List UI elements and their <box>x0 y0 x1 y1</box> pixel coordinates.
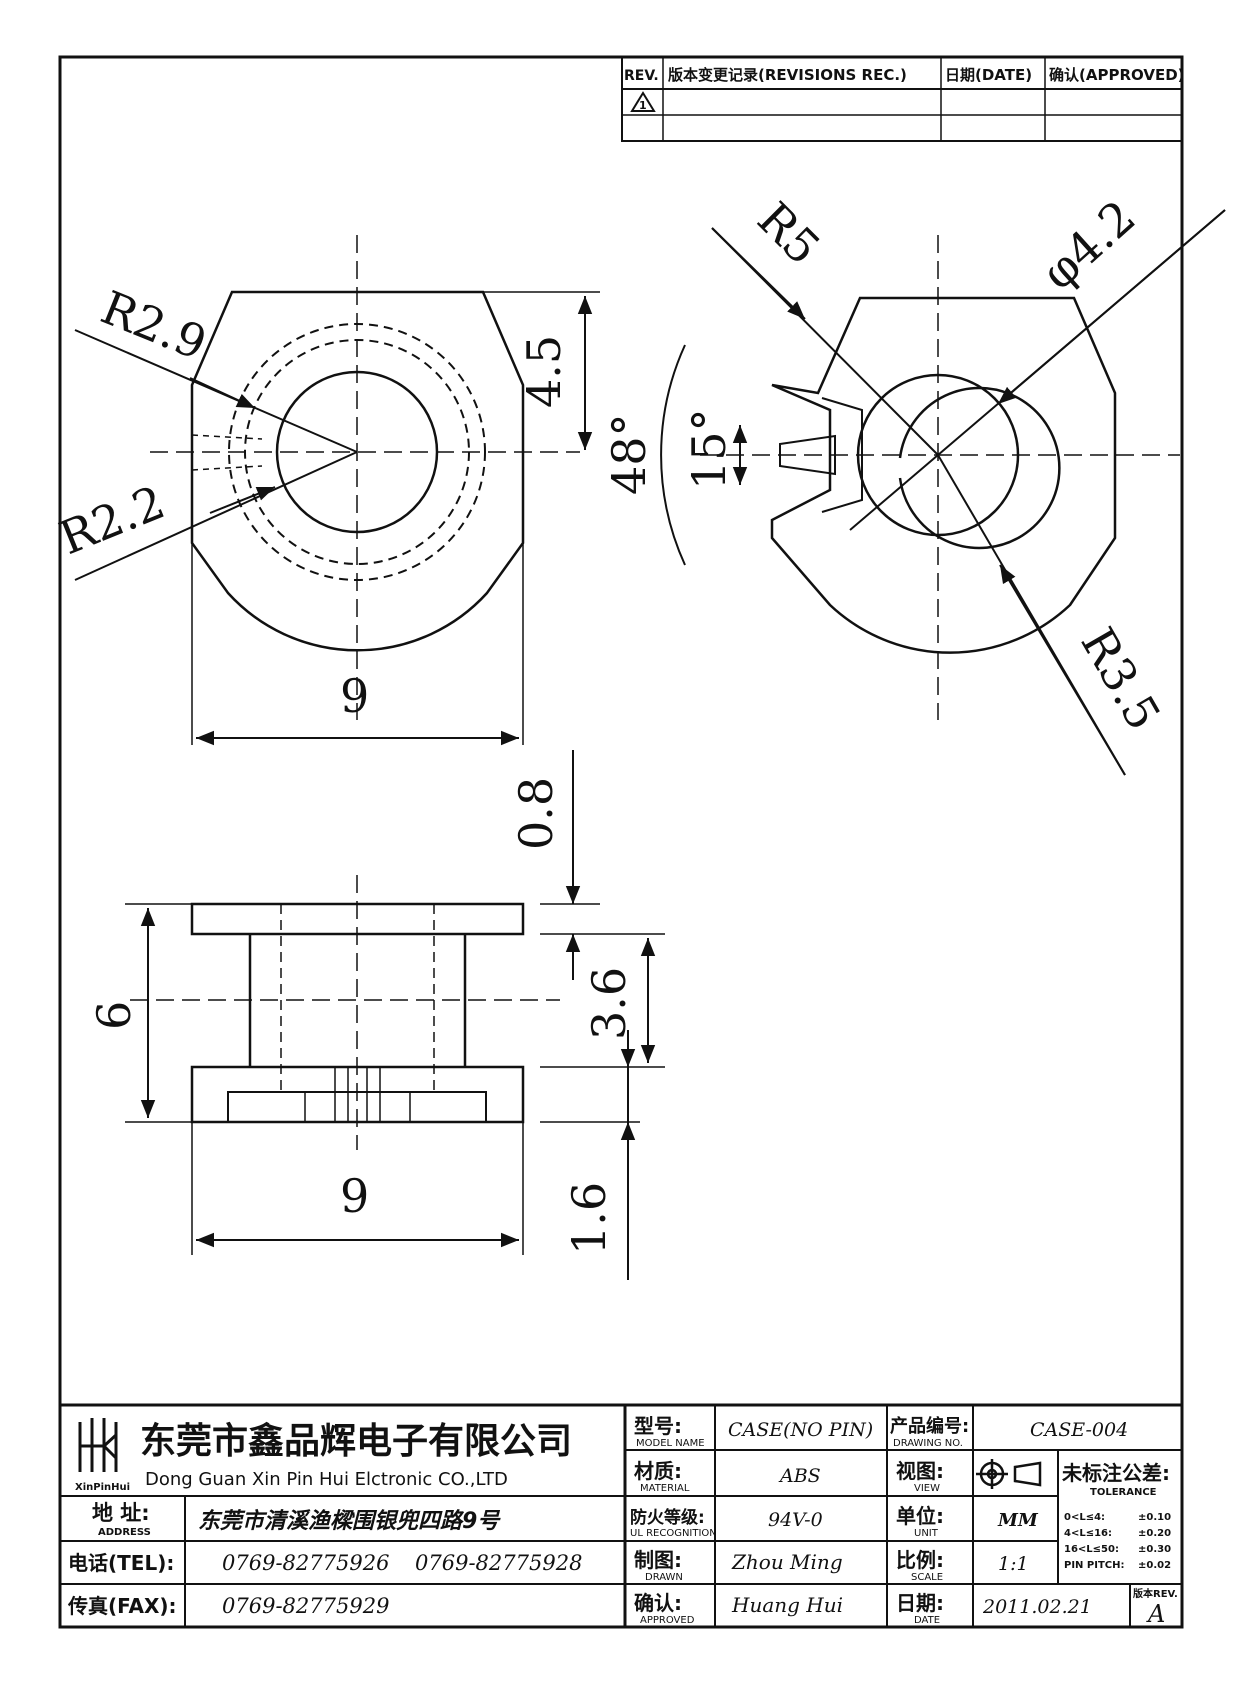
tolerance-range: PIN PITCH: <box>1064 1560 1124 1571</box>
leader-r5 <box>711 227 806 320</box>
title-block-grid <box>60 1403 1182 1627</box>
rev-col-header: REV. <box>624 68 659 84</box>
unit-label-en: UNIT <box>914 1528 939 1539</box>
dim-r35: R3.5 <box>1070 619 1171 739</box>
drawing-no-label-en: DRAWING NO. <box>893 1438 963 1449</box>
company-name-en: Dong Guan Xin Pin Hui Elctronic CO.,LTD <box>145 1469 508 1490</box>
tolerance-value: ±0.30 <box>1138 1544 1171 1555</box>
date-label: 日期: <box>896 1591 944 1615</box>
dim-height-45: 4.5 <box>517 335 571 408</box>
scale-label: 比例: <box>896 1548 944 1572</box>
revision-table <box>621 56 1183 142</box>
model-value: CASE(NO PIN) <box>728 1419 873 1441</box>
company-logo <box>78 1418 118 1472</box>
drawn-value: Zhou Ming <box>731 1550 843 1574</box>
material-value: ABS <box>778 1465 821 1487</box>
approved-label-en: APPROVED <box>640 1615 695 1626</box>
tolerance-value: ±0.02 <box>1138 1560 1171 1571</box>
material-label-en: MATERIAL <box>640 1483 690 1494</box>
revision-approved-header: 确认(APPROVED) <box>1049 66 1185 84</box>
drawn-label: 制图: <box>634 1548 682 1572</box>
dim-r29: R2.9 <box>94 280 214 370</box>
dim-r22: R2.2 <box>52 475 172 565</box>
dim-height-6: 6 <box>87 1001 141 1030</box>
company-name-cn: 东莞市鑫品辉电子有限公司 <box>140 1421 572 1462</box>
rev-label: 版本REV. <box>1133 1587 1178 1600</box>
dim-width-9-top: 9 <box>340 669 369 723</box>
ul-value: 94V-0 <box>768 1509 823 1531</box>
revision-triangle-icon <box>630 91 656 112</box>
tolerance-list: 0<L≤4: ±0.10 4<L≤16: ±0.20 16<L≤50: ±0.3… <box>1064 1512 1171 1571</box>
sheet-border <box>58 55 1184 1629</box>
model-label-en: MODEL NAME <box>636 1438 705 1449</box>
tolerance-range: 0<L≤4: <box>1064 1512 1105 1523</box>
revision-date-header: 日期(DATE) <box>945 66 1032 84</box>
dim-width-9-side: 9 <box>340 1169 369 1223</box>
ul-label-en: UL RECOGNITION <box>630 1528 717 1539</box>
leader-r22 <box>209 486 276 514</box>
tel-label: 电话(TEL): <box>68 1551 174 1575</box>
view-label: 视图: <box>896 1459 944 1483</box>
model-label: 型号: <box>634 1414 682 1438</box>
date-label-en: DATE <box>914 1615 940 1626</box>
tolerance-value: ±0.10 <box>1138 1512 1171 1523</box>
fax-label: 传真(FAX): <box>67 1594 177 1618</box>
date-value: 2011.02.21 <box>982 1596 1092 1618</box>
tolerance-value: ±0.20 <box>1138 1528 1171 1539</box>
unit-label: 单位: <box>896 1504 944 1528</box>
scale-value: 1:1 <box>998 1553 1029 1575</box>
drawing-no-value: CASE-004 <box>1030 1419 1128 1441</box>
unit-value: MM <box>997 1510 1039 1531</box>
drawing-no-label: 产品编号: <box>890 1415 969 1437</box>
revision-desc-header: 版本变更记录(REVISIONS REC.) <box>668 66 907 84</box>
dim-dia42: φ4.2 <box>1031 190 1145 301</box>
material-label: 材质: <box>634 1459 682 1483</box>
leader-dia42 <box>997 209 1226 405</box>
tolerance-title: 未标注公差: <box>1062 1461 1170 1485</box>
scale-label-en: SCALE <box>911 1572 943 1583</box>
tolerance-range: 16<L≤50: <box>1064 1544 1119 1555</box>
approved-label: 确认: <box>634 1591 682 1615</box>
leader-r35 <box>999 564 1126 776</box>
projection-symbol-icon <box>976 1459 1042 1489</box>
dim-winding-36: 3.6 <box>582 967 636 1040</box>
dim-base-16: 1.6 <box>562 1182 616 1255</box>
drawn-label-en: DRAWN <box>645 1572 683 1583</box>
dim-angle-15: 15° <box>682 408 736 490</box>
leader-r29 <box>189 377 256 409</box>
address-label: 地 址: <box>92 1501 150 1525</box>
tel-number-1: 0769-82775926 <box>222 1551 389 1575</box>
fax-number: 0769-82775929 <box>222 1594 389 1618</box>
logo-text: XinPinHui <box>75 1482 130 1493</box>
ul-label: 防火等级: <box>630 1507 705 1528</box>
rev-value: A <box>1146 1600 1165 1628</box>
address-label-en: ADDRESS <box>98 1527 151 1538</box>
address-value: 东莞市清溪渔樑围银兜四路9号 <box>198 1508 501 1534</box>
dim-r5: R5 <box>747 192 830 275</box>
approved-value: Huang Hui <box>731 1593 843 1617</box>
view-label-en: VIEW <box>914 1483 940 1494</box>
tel-number-2: 0769-82775928 <box>415 1551 582 1575</box>
dim-flange-08: 0.8 <box>509 777 563 850</box>
revision-mark: 1 <box>639 99 647 112</box>
tolerance-range: 4<L≤16: <box>1064 1528 1112 1539</box>
tolerance-title-en: TOLERANCE <box>1090 1487 1157 1498</box>
dim-angle-48: 48° <box>602 413 656 495</box>
